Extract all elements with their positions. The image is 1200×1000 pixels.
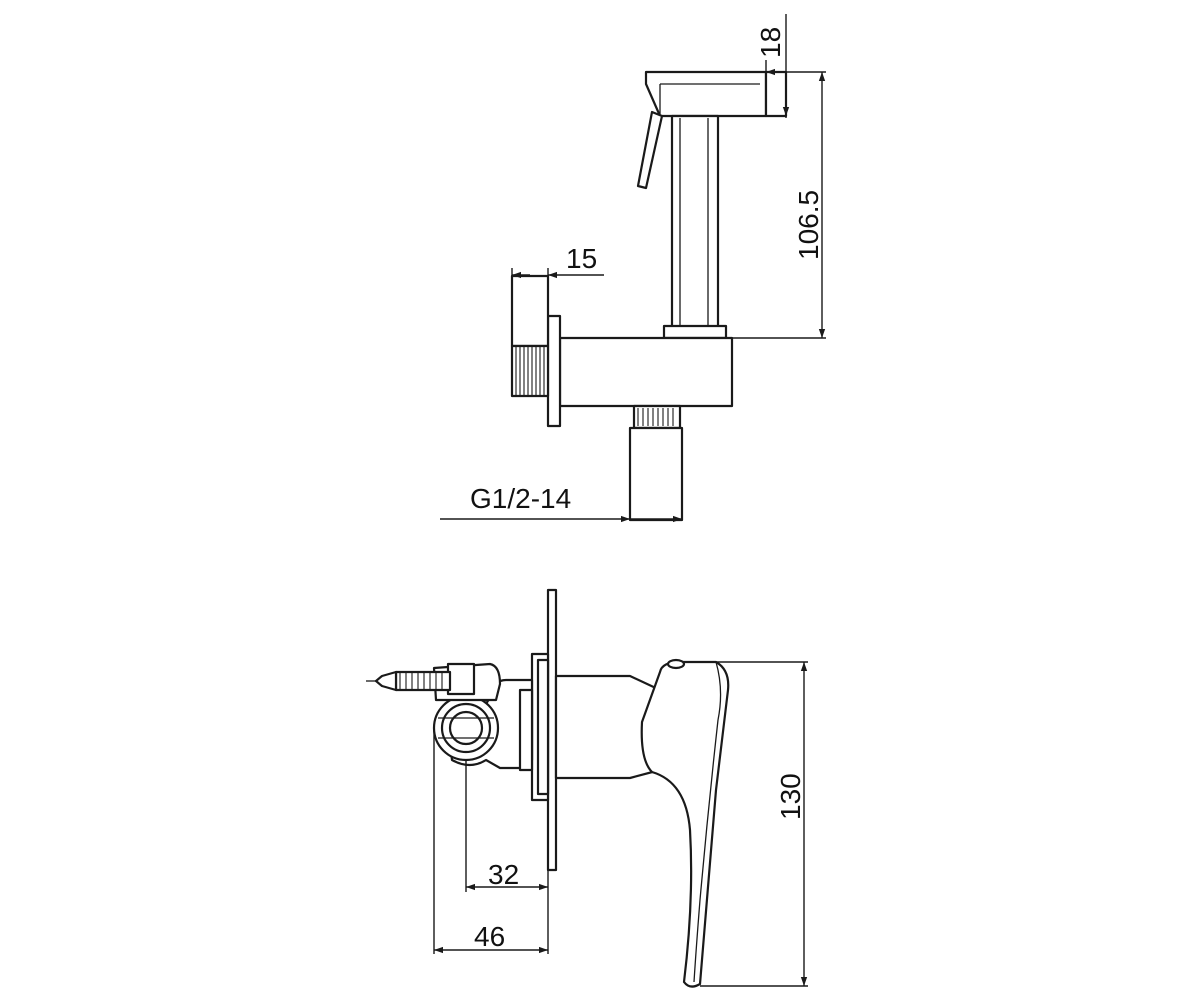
spray-head: [644, 70, 788, 118]
dimension-label-15: 15: [566, 243, 597, 274]
dimension-g1-2-14: G1/2-14: [440, 483, 682, 523]
dimension-label-18: 18: [755, 27, 786, 58]
inlet-pipe: [628, 404, 684, 522]
outlet-union: [432, 694, 500, 762]
dimension-label-130: 130: [775, 773, 806, 820]
mixer-lever: [640, 658, 730, 988]
dimension-15: 15: [511, 243, 604, 318]
dimension-label-32: 32: [488, 859, 519, 890]
cover-plate: [546, 588, 558, 872]
trigger-lever: [636, 110, 664, 190]
dimension-46: 46: [433, 728, 549, 954]
bottom-view-mixer: 130 32 46: [366, 588, 808, 988]
mounting-flange: [530, 652, 550, 802]
side-connector: [366, 662, 502, 702]
holder-body: [558, 336, 734, 408]
dimension-label-46: 46: [474, 921, 505, 952]
dimension-label-g1-2-14: G1/2-14: [470, 483, 571, 514]
wall-flange: [546, 314, 562, 428]
top-view-shower-set: 18 106.5 15 G1/2-14: [440, 14, 826, 523]
dimension-106-5: 106.5: [732, 71, 826, 339]
wall-nipple: [510, 274, 550, 398]
handle-tube: [662, 114, 728, 340]
dimension-32: 32: [465, 760, 549, 892]
dimension-label-106-5: 106.5: [793, 190, 824, 260]
dimension-130: 130: [700, 661, 808, 987]
dimension-18: 18: [755, 14, 790, 118]
